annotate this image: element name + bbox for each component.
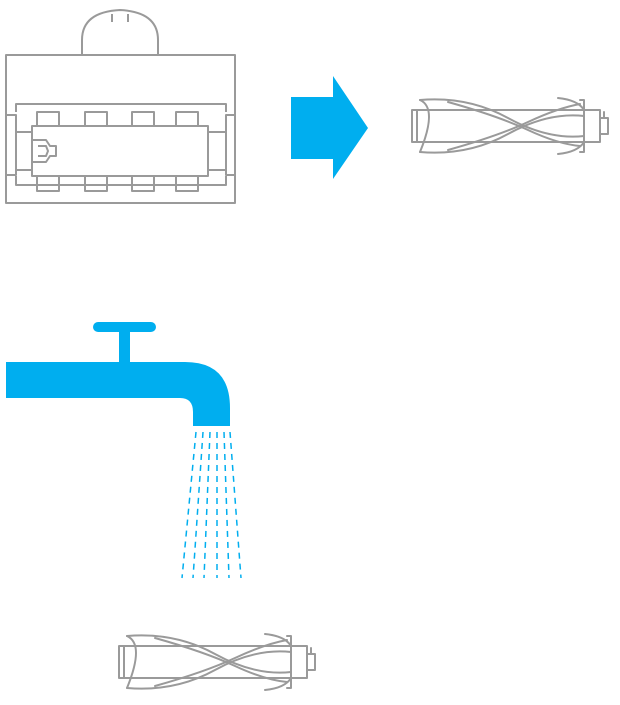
housing-tooth: [131, 111, 155, 127]
water-drop-line: [203, 431, 211, 579]
brush-slot: [31, 125, 209, 177]
housing-body: [5, 54, 236, 204]
brush-end-pin: [306, 653, 316, 671]
brush-blade: [419, 98, 585, 138]
tap-handle: [93, 322, 156, 332]
brush-blade: [419, 114, 585, 154]
brush-blade: [126, 634, 292, 674]
brush-housing-illustration: [5, 9, 236, 204]
housing-tooth: [36, 111, 60, 127]
housing-inner-frame: [15, 103, 227, 186]
water-drop-line: [229, 431, 242, 579]
tap-stem: [119, 332, 130, 366]
housing-tooth: [175, 111, 199, 127]
tap-spout: [6, 362, 230, 426]
housing-dome: [81, 9, 159, 55]
arrow-right-icon: [291, 76, 368, 179]
housing-side-right: [225, 114, 235, 176]
housing-tooth: [36, 175, 60, 192]
brush-blade: [579, 99, 585, 153]
brush-blade: [557, 97, 585, 155]
brush-blade: [447, 103, 581, 151]
brush-blade: [419, 99, 430, 153]
brush-blade: [286, 635, 292, 689]
water-drop-line: [223, 431, 230, 579]
brush-left-cap: [411, 109, 418, 143]
water-stream: [181, 431, 242, 579]
brush-blade: [447, 101, 581, 147]
brush-blade: [154, 639, 288, 687]
brush-latch: [32, 139, 57, 163]
roller-brush-icon: [118, 633, 316, 691]
housing-tooth: [84, 111, 108, 127]
housing-tooth: [131, 175, 155, 192]
brush-blade: [126, 650, 292, 690]
brush-end-cap: [290, 645, 308, 679]
brush-blade: [264, 633, 292, 691]
brush-left-cap: [118, 645, 125, 679]
water-tap-icon: [6, 322, 230, 426]
water-drop-line: [192, 431, 204, 579]
brush-end-cap: [583, 109, 601, 143]
brush-latch-inner: [38, 145, 49, 157]
water-drop-line: [181, 431, 197, 579]
housing-tooth: [84, 175, 108, 192]
brush-blade: [154, 637, 288, 683]
brush-end-pin: [599, 117, 609, 135]
housing-side-left: [6, 114, 17, 176]
roller-brush-icon: [411, 97, 609, 155]
housing-tooth: [175, 175, 199, 192]
brush-blade: [126, 635, 137, 689]
